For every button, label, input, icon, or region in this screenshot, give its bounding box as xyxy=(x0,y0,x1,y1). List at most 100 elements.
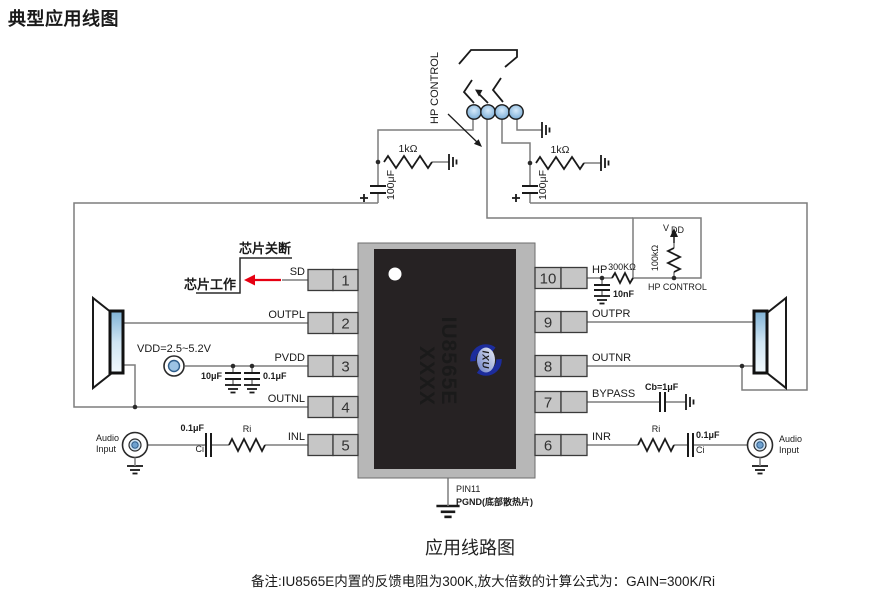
sd-low-label: 芯片工作 xyxy=(184,277,236,292)
capacitor-bypass xyxy=(659,392,666,412)
ground-icon xyxy=(541,121,551,139)
hp-control-net-label: HP CONTROL xyxy=(648,282,707,292)
chip-logo: IXU xyxy=(470,344,502,376)
capacitor-ci-right xyxy=(687,433,694,457)
resistor-ri-right xyxy=(637,436,675,454)
capacitor-100uf-left xyxy=(370,185,386,194)
capacitor-100uf-right xyxy=(522,185,538,194)
pin-number-4: 4 xyxy=(341,400,349,417)
pin-label-hp: HP xyxy=(592,264,607,276)
capacitor-10nf xyxy=(594,284,610,291)
pin-label-pvdd: PVDD xyxy=(274,352,305,364)
pin-number-5: 5 xyxy=(341,438,349,455)
capacitor-bypass-label: Cb=1μF xyxy=(645,382,679,392)
capacitor-ci-left-name: Ci xyxy=(196,444,205,454)
pgnd-label: PGND(底部散热片) xyxy=(456,496,533,507)
pin-label-outnl: OUTNL xyxy=(268,393,305,405)
resistor-300k xyxy=(611,270,634,286)
hp-control-pointer-arrow xyxy=(447,113,479,144)
jack-contact xyxy=(508,104,524,120)
pin-number-1: 1 xyxy=(341,273,349,290)
pin-label-inr: INR xyxy=(592,431,611,443)
jack-contact xyxy=(466,104,482,120)
ground-icon xyxy=(243,384,261,394)
pin-label-bypass: BYPASS xyxy=(592,388,635,400)
page-title: 典型应用线图 xyxy=(8,9,119,29)
vdd-terminal xyxy=(163,355,185,377)
pin-number-10: 10 xyxy=(540,271,557,288)
pin-label-sd: SD xyxy=(290,266,305,278)
ground-icon xyxy=(593,295,611,305)
resistor-100k xyxy=(665,247,683,273)
capacitor-ci-left xyxy=(205,433,212,457)
capacitor-ci-right-value: 0.1μF xyxy=(696,430,720,440)
pin-number-2: 2 xyxy=(341,316,349,333)
vdd-sub-label: DD xyxy=(671,225,684,235)
pin-label-outpl: OUTPL xyxy=(268,309,305,321)
resistor-1k-left xyxy=(383,154,433,170)
pin-row-left: 1 2 3 4 5 SD OUTPL PVDD OUTNL INL xyxy=(268,266,359,457)
speaker-right-icon xyxy=(752,295,787,391)
pin-row-right: 10 9 8 7 6 HP OUTPR OUTNR BYPASS INR xyxy=(534,264,635,457)
capacitor-10uf xyxy=(225,372,241,380)
chip-logo-text: IXU xyxy=(480,351,491,370)
speaker-left-icon xyxy=(92,295,125,391)
jack-contact xyxy=(480,104,496,120)
pin-number-8: 8 xyxy=(544,359,552,376)
capacitor-01uf-dec-label: 0.1μF xyxy=(263,371,287,381)
audio-left-line1: Audio xyxy=(96,433,119,443)
resistor-ri-right-label: Ri xyxy=(652,424,661,434)
capacitor-ci-right-name: Ci xyxy=(696,445,705,455)
ground-icon xyxy=(751,465,769,475)
pin-label-outpr: OUTPR xyxy=(592,308,631,320)
pin-number-9: 9 xyxy=(544,315,552,332)
audio-left-line2: Input xyxy=(96,444,117,454)
jack-contact xyxy=(494,104,510,120)
audio-right-line2: Input xyxy=(779,445,800,455)
resistor-1k-left-label: 1kΩ xyxy=(399,143,418,155)
supply-range-label: VDD=2.5~5.2V xyxy=(137,343,212,355)
resistor-ri-left-label: Ri xyxy=(243,424,252,434)
chip-ic: IU8565E XXXX IXU xyxy=(357,242,536,479)
vdd-label: V xyxy=(663,223,669,233)
audio-right-line1: Audio xyxy=(779,434,802,444)
diagram-caption: 应用线路图 xyxy=(425,538,515,558)
capacitor-ci-left-value: 0.1μF xyxy=(180,423,204,433)
vdd-arrow xyxy=(670,228,678,243)
pin-number-7: 7 xyxy=(544,395,552,412)
audio-input-terminal-left xyxy=(121,431,149,466)
component-labels: 芯片关断 芯片工作 1kΩ 1kΩ 100μF 100μF VDD=2.5~5.… xyxy=(96,143,802,507)
resistor-300k-label: 300KΩ xyxy=(608,262,636,272)
chip-marking: XXXX xyxy=(415,346,438,406)
capacitors xyxy=(205,185,694,457)
capacitor-100uf-left-label: 100μF xyxy=(385,170,397,200)
capacitor-01uf-dec xyxy=(244,372,260,380)
resistor-1k-right-label: 1kΩ xyxy=(551,144,570,156)
capacitor-100uf-right-label: 100μF xyxy=(537,170,549,200)
capacitor-10uf-label: 10μF xyxy=(201,371,223,381)
pin11-label: PIN11 xyxy=(456,484,480,494)
chip-part-number: IU8565E xyxy=(437,317,460,406)
wires xyxy=(73,119,808,446)
ground-icon xyxy=(685,393,695,411)
footnote: 备注:IU8565E内置的反馈电阻为300K,放大倍数的计算公式为：GAIN=3… xyxy=(251,574,715,589)
ground-icon xyxy=(448,153,458,171)
pin-label-outnr: OUTNR xyxy=(592,352,631,364)
ground-icon xyxy=(224,384,242,394)
pin-number-3: 3 xyxy=(341,359,349,376)
junction-dots xyxy=(132,159,745,410)
audio-input-terminal-right xyxy=(746,431,774,466)
resistors xyxy=(228,154,683,454)
resistor-100k-label: 100kΩ xyxy=(650,245,660,272)
pin-label-inl: INL xyxy=(288,431,305,443)
pin-number-6: 6 xyxy=(544,438,552,455)
ground-icon xyxy=(126,465,144,475)
resistor-ri-left xyxy=(228,436,266,454)
grounds xyxy=(126,121,769,519)
capacitor-10nf-label: 10nF xyxy=(613,289,635,299)
hp-control-jack-label: HP CONTROL xyxy=(429,52,441,124)
sd-waveform xyxy=(196,257,292,294)
headphone-jack-icon: HP CONTROL xyxy=(429,49,524,147)
